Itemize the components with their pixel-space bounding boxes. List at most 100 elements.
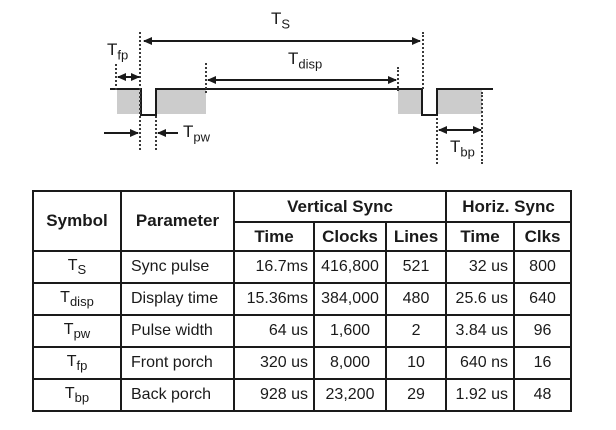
tpw-label-main: T	[183, 122, 194, 141]
guide-pulse1-rise	[155, 116, 157, 150]
v-clocks-cell: 8,000	[313, 346, 387, 380]
parameter-cell: Front porch	[120, 346, 235, 380]
v-time-cell: 320 us	[233, 346, 315, 380]
tfp-span-arrow	[117, 73, 140, 81]
symbol-cell: Tfp	[32, 346, 122, 380]
tfp-label-sub: fp	[117, 47, 129, 63]
sync-timing-table: Symbol Parameter Vertical Sync Horiz. Sy…	[32, 190, 573, 412]
table-header-sub-row: Time Clocks Lines Time Clks	[33, 221, 573, 252]
timing-diagram: TS Tdisp Tfp Tpw Tbp	[0, 0, 616, 180]
symbol-cell: TS	[32, 250, 122, 284]
v-time-cell: 928 us	[233, 378, 315, 412]
h-clks-cell: 640	[513, 282, 573, 316]
v-clocks-cell: 1,600	[313, 314, 387, 348]
tfp-label-main: T	[107, 40, 118, 59]
table-row: Tdisp Display time 15.36ms 384,000 480 2…	[32, 282, 573, 316]
ts-span-arrow	[143, 37, 421, 45]
symbol-main: T	[64, 384, 75, 402]
symbol-cell: Tpw	[32, 314, 122, 348]
v-lines-cell: 29	[384, 378, 448, 412]
waveform-high-segment	[110, 88, 142, 90]
guide-pulse1-fall	[139, 32, 141, 150]
tpw-label: Tpw	[183, 123, 210, 143]
h-time-cell: 32 us	[445, 250, 516, 284]
v-lines-cell: 521	[384, 250, 448, 284]
tpw-pointer-right	[157, 129, 178, 137]
pulse2-falling-edge	[421, 88, 423, 116]
group-header-vertical-sync: Vertical Sync	[232, 190, 448, 223]
col-header-symbol: Symbol	[32, 190, 122, 252]
pulse1-low-segment	[140, 114, 157, 116]
v-time-cell: 16.7ms	[233, 250, 315, 284]
guide-display-end	[397, 67, 399, 91]
ts-label-main: T	[271, 9, 282, 28]
symbol-cell: Tdisp	[32, 282, 122, 316]
guide-back-porch-end	[481, 92, 483, 164]
v-lines-cell: 2	[384, 314, 448, 348]
h-clks-cell: 16	[513, 346, 573, 380]
tdisp-label: Tdisp	[288, 50, 322, 70]
ts-label: TS	[271, 10, 290, 30]
v-clocks-cell: 416,800	[313, 250, 387, 284]
v-time-cell: 15.36ms	[233, 282, 315, 316]
guide-front-porch-start	[115, 64, 117, 90]
h-clks-cell: 96	[513, 314, 573, 348]
h-time-cell: 3.84 us	[445, 314, 516, 348]
table-header-group-row: Symbol Parameter Vertical Sync Horiz. Sy…	[32, 190, 573, 252]
h-time-cell: 640 ns	[445, 346, 516, 380]
v-clocks-cell: 23,200	[313, 378, 387, 412]
symbol-main: T	[67, 256, 78, 274]
symbol-main: T	[66, 352, 77, 370]
v-time-cell: 64 us	[233, 314, 315, 348]
pulse1-falling-edge	[140, 88, 142, 116]
tbp-label-main: T	[450, 137, 461, 156]
col-header-v-lines: Lines	[384, 221, 448, 252]
symbol-sub: bp	[74, 390, 90, 406]
col-header-v-time: Time	[233, 221, 315, 252]
symbol-sub: S	[77, 262, 87, 278]
tdisp-label-sub: disp	[298, 56, 323, 72]
h-time-cell: 1.92 us	[445, 378, 516, 412]
waveform-high-segment-2	[155, 88, 423, 90]
table-row: Tbp Back porch 928 us 23,200 29 1.92 us …	[32, 378, 573, 412]
pulse2-rising-edge	[436, 88, 438, 116]
guide-pulse2-fall	[422, 32, 424, 89]
table-row: Tpw Pulse width 64 us 1,600 2 3.84 us 96	[32, 314, 573, 348]
symbol-sub: pw	[73, 326, 91, 342]
table-row: TS Sync pulse 16.7ms 416,800 521 32 us 8…	[32, 250, 573, 284]
ts-label-sub: S	[281, 16, 291, 32]
tfp-label: Tfp	[107, 41, 128, 61]
front-porch-fill-2	[398, 90, 421, 114]
tbp-label: Tbp	[450, 138, 475, 158]
col-header-v-clocks: Clocks	[313, 221, 387, 252]
col-header-h-time: Time	[445, 221, 516, 252]
col-header-h-clks: Clks	[513, 221, 573, 252]
tdisp-label-main: T	[288, 49, 299, 68]
parameter-cell: Sync pulse	[120, 250, 235, 284]
h-clks-cell: 800	[513, 250, 573, 284]
col-header-parameter: Parameter	[120, 190, 235, 252]
symbol-main: T	[60, 288, 70, 306]
tbp-span-arrow	[438, 126, 482, 134]
parameter-cell: Display time	[120, 282, 235, 316]
tpw-pointer-left	[104, 129, 139, 137]
pulse2-low-segment	[421, 114, 438, 116]
tpw-label-sub: pw	[193, 129, 211, 145]
v-lines-cell: 10	[384, 346, 448, 380]
v-clocks-cell: 384,000	[313, 282, 387, 316]
symbol-sub: fp	[76, 358, 88, 374]
symbol-sub: disp	[69, 294, 94, 310]
tdisp-span-arrow	[207, 76, 397, 84]
parameter-cell: Back porch	[120, 378, 235, 412]
group-header-horiz-sync: Horiz. Sync	[445, 190, 573, 223]
pulse1-rising-edge	[155, 88, 157, 116]
v-lines-cell: 480	[384, 282, 448, 316]
symbol-main: T	[63, 320, 74, 338]
table-row: Tfp Front porch 320 us 8,000 10 640 ns 1…	[32, 346, 573, 380]
back-porch-fill-2	[438, 90, 482, 114]
tbp-label-sub: bp	[460, 144, 475, 160]
h-time-cell: 25.6 us	[445, 282, 516, 316]
guide-display-start	[205, 63, 207, 93]
parameter-cell: Pulse width	[120, 314, 235, 348]
